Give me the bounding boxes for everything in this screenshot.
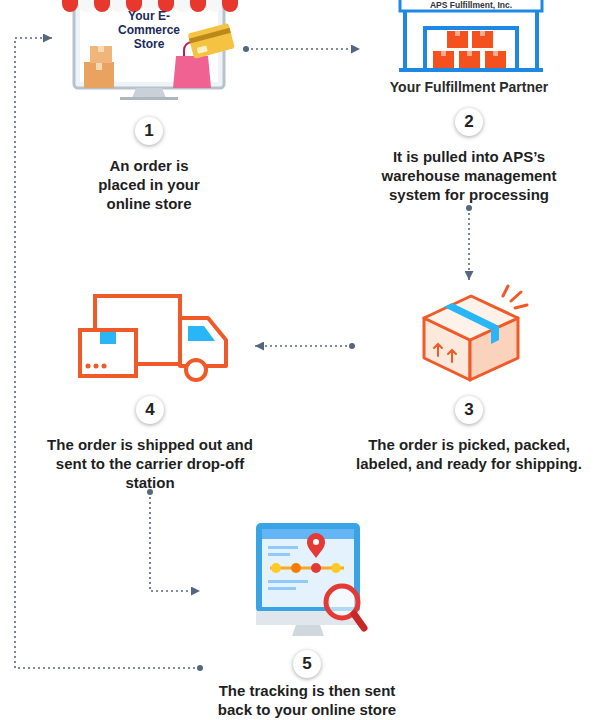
process-step: 3The order is picked, packed, labeled, a…: [352, 280, 586, 492]
tracking-monitor-icon-part: [307, 533, 325, 558]
connector-start-dot: [243, 46, 249, 52]
truck-icon-part: [100, 332, 116, 344]
process-step: 5The tracking is then sent back to your …: [200, 520, 414, 720]
step-description: The order is shipped out and sent to the…: [45, 435, 255, 492]
store-illustration-part-part: [197, 45, 208, 53]
tracking-monitor-icon-part: [311, 563, 321, 573]
package-icon-part: [444, 303, 499, 330]
warehouse-icon-part: [455, 31, 460, 36]
warehouse-icon-part: [459, 51, 480, 68]
truck-icon-part: [186, 360, 206, 380]
truck-icon-part: [188, 326, 215, 341]
truck-icon-part: [86, 364, 91, 369]
store-illustration-part: [173, 56, 211, 88]
warehouse-icon-part: [447, 31, 468, 48]
tracking-monitor-icon-part: [354, 614, 364, 628]
store-illustration-part-part: [188, 23, 235, 59]
connector-start-dot: [197, 665, 203, 671]
tracking-monitor-icon: [256, 523, 364, 636]
store-illustration-part: [90, 46, 112, 63]
warehouse-icon-part: [480, 31, 485, 36]
tracking-monitor-icon-part: [271, 563, 281, 573]
warehouse-icon-part: [441, 51, 446, 56]
tracking-monitor-icon-part: [268, 553, 290, 556]
tracking-monitor-icon-part: [268, 580, 308, 583]
warehouse-icon-part: [493, 51, 498, 56]
step-number: 5: [293, 650, 321, 678]
step-number: 1: [135, 117, 163, 145]
store-illustration-part: [188, 23, 235, 59]
flow-connector: [246, 48, 360, 50]
warehouse-icon-part: [485, 51, 506, 68]
tracking-monitor-icon-part: [291, 563, 301, 573]
store-illustration-part: [98, 46, 104, 52]
partner-caption: Your Fulfillment Partner: [360, 78, 578, 96]
warehouse-icon-part: [400, 0, 542, 11]
truck-icon-part: [94, 364, 99, 369]
package-icon: [424, 286, 527, 380]
store-illustration-part: [84, 62, 114, 88]
warehouse-icon-part: [433, 51, 454, 68]
step-description: The order is picked, packed, labeled, an…: [352, 435, 586, 473]
warehouse-icon: [399, 0, 543, 70]
tracking-monitor-icon-part: [331, 563, 341, 573]
company-sign-text: APS Fulfillment, Inc.: [401, 0, 541, 10]
connector-start-dot: [147, 489, 153, 495]
tracking-monitor-icon-part: [262, 529, 354, 539]
flow-connector: [468, 208, 470, 280]
package-icon-part: [424, 296, 518, 340]
truck-icon: [80, 296, 226, 380]
warehouse-icon-part: [399, 11, 543, 70]
tracking-monitor-icon-part: [292, 625, 324, 636]
store-illustration-part: [120, 97, 178, 100]
store-illustration-part: [132, 88, 166, 98]
truck-icon-part: [102, 364, 107, 369]
package-icon-part: [434, 344, 456, 362]
store-illustration: [62, 0, 238, 100]
tracking-monitor-icon-part: [268, 587, 296, 590]
flow-connector: [15, 38, 200, 668]
warehouse-icon-part: [467, 51, 472, 56]
connector-start-dot: [466, 205, 472, 211]
flow-connector: [255, 345, 352, 347]
store-illustration-part-part: [189, 28, 231, 44]
store-illustration-part: [96, 62, 102, 70]
tracking-monitor-icon-part: [268, 546, 298, 549]
step-number: 4: [136, 396, 164, 424]
flow-connector: [150, 492, 200, 591]
warehouse-icon-part: [472, 31, 493, 48]
tracking-monitor-icon-part: [313, 539, 319, 545]
package-icon-part: [503, 286, 527, 308]
step-description: It is pulled into APS’s warehouse manage…: [360, 147, 578, 204]
truck-icon-part: [80, 330, 136, 376]
step-description: The tracking is then sent back to your o…: [200, 681, 414, 719]
step-number: 3: [455, 396, 483, 424]
connector-start-dot: [349, 343, 355, 349]
package-icon-part: [491, 326, 499, 344]
process-step: APS Fulfillment, Inc. Your Fulfillment Pa…: [360, 0, 578, 208]
step-number: 2: [455, 108, 483, 136]
process-step: Your E-Commerce Store 1 An order is placed…: [52, 0, 246, 215]
step-description: An order is placed in your online store: [84, 156, 214, 213]
screen-sign-text: Your E-Commerce Store: [104, 9, 194, 51]
truck-icon-part: [180, 318, 226, 366]
process-step: 4The order is shipped out and sent to th…: [45, 285, 255, 492]
